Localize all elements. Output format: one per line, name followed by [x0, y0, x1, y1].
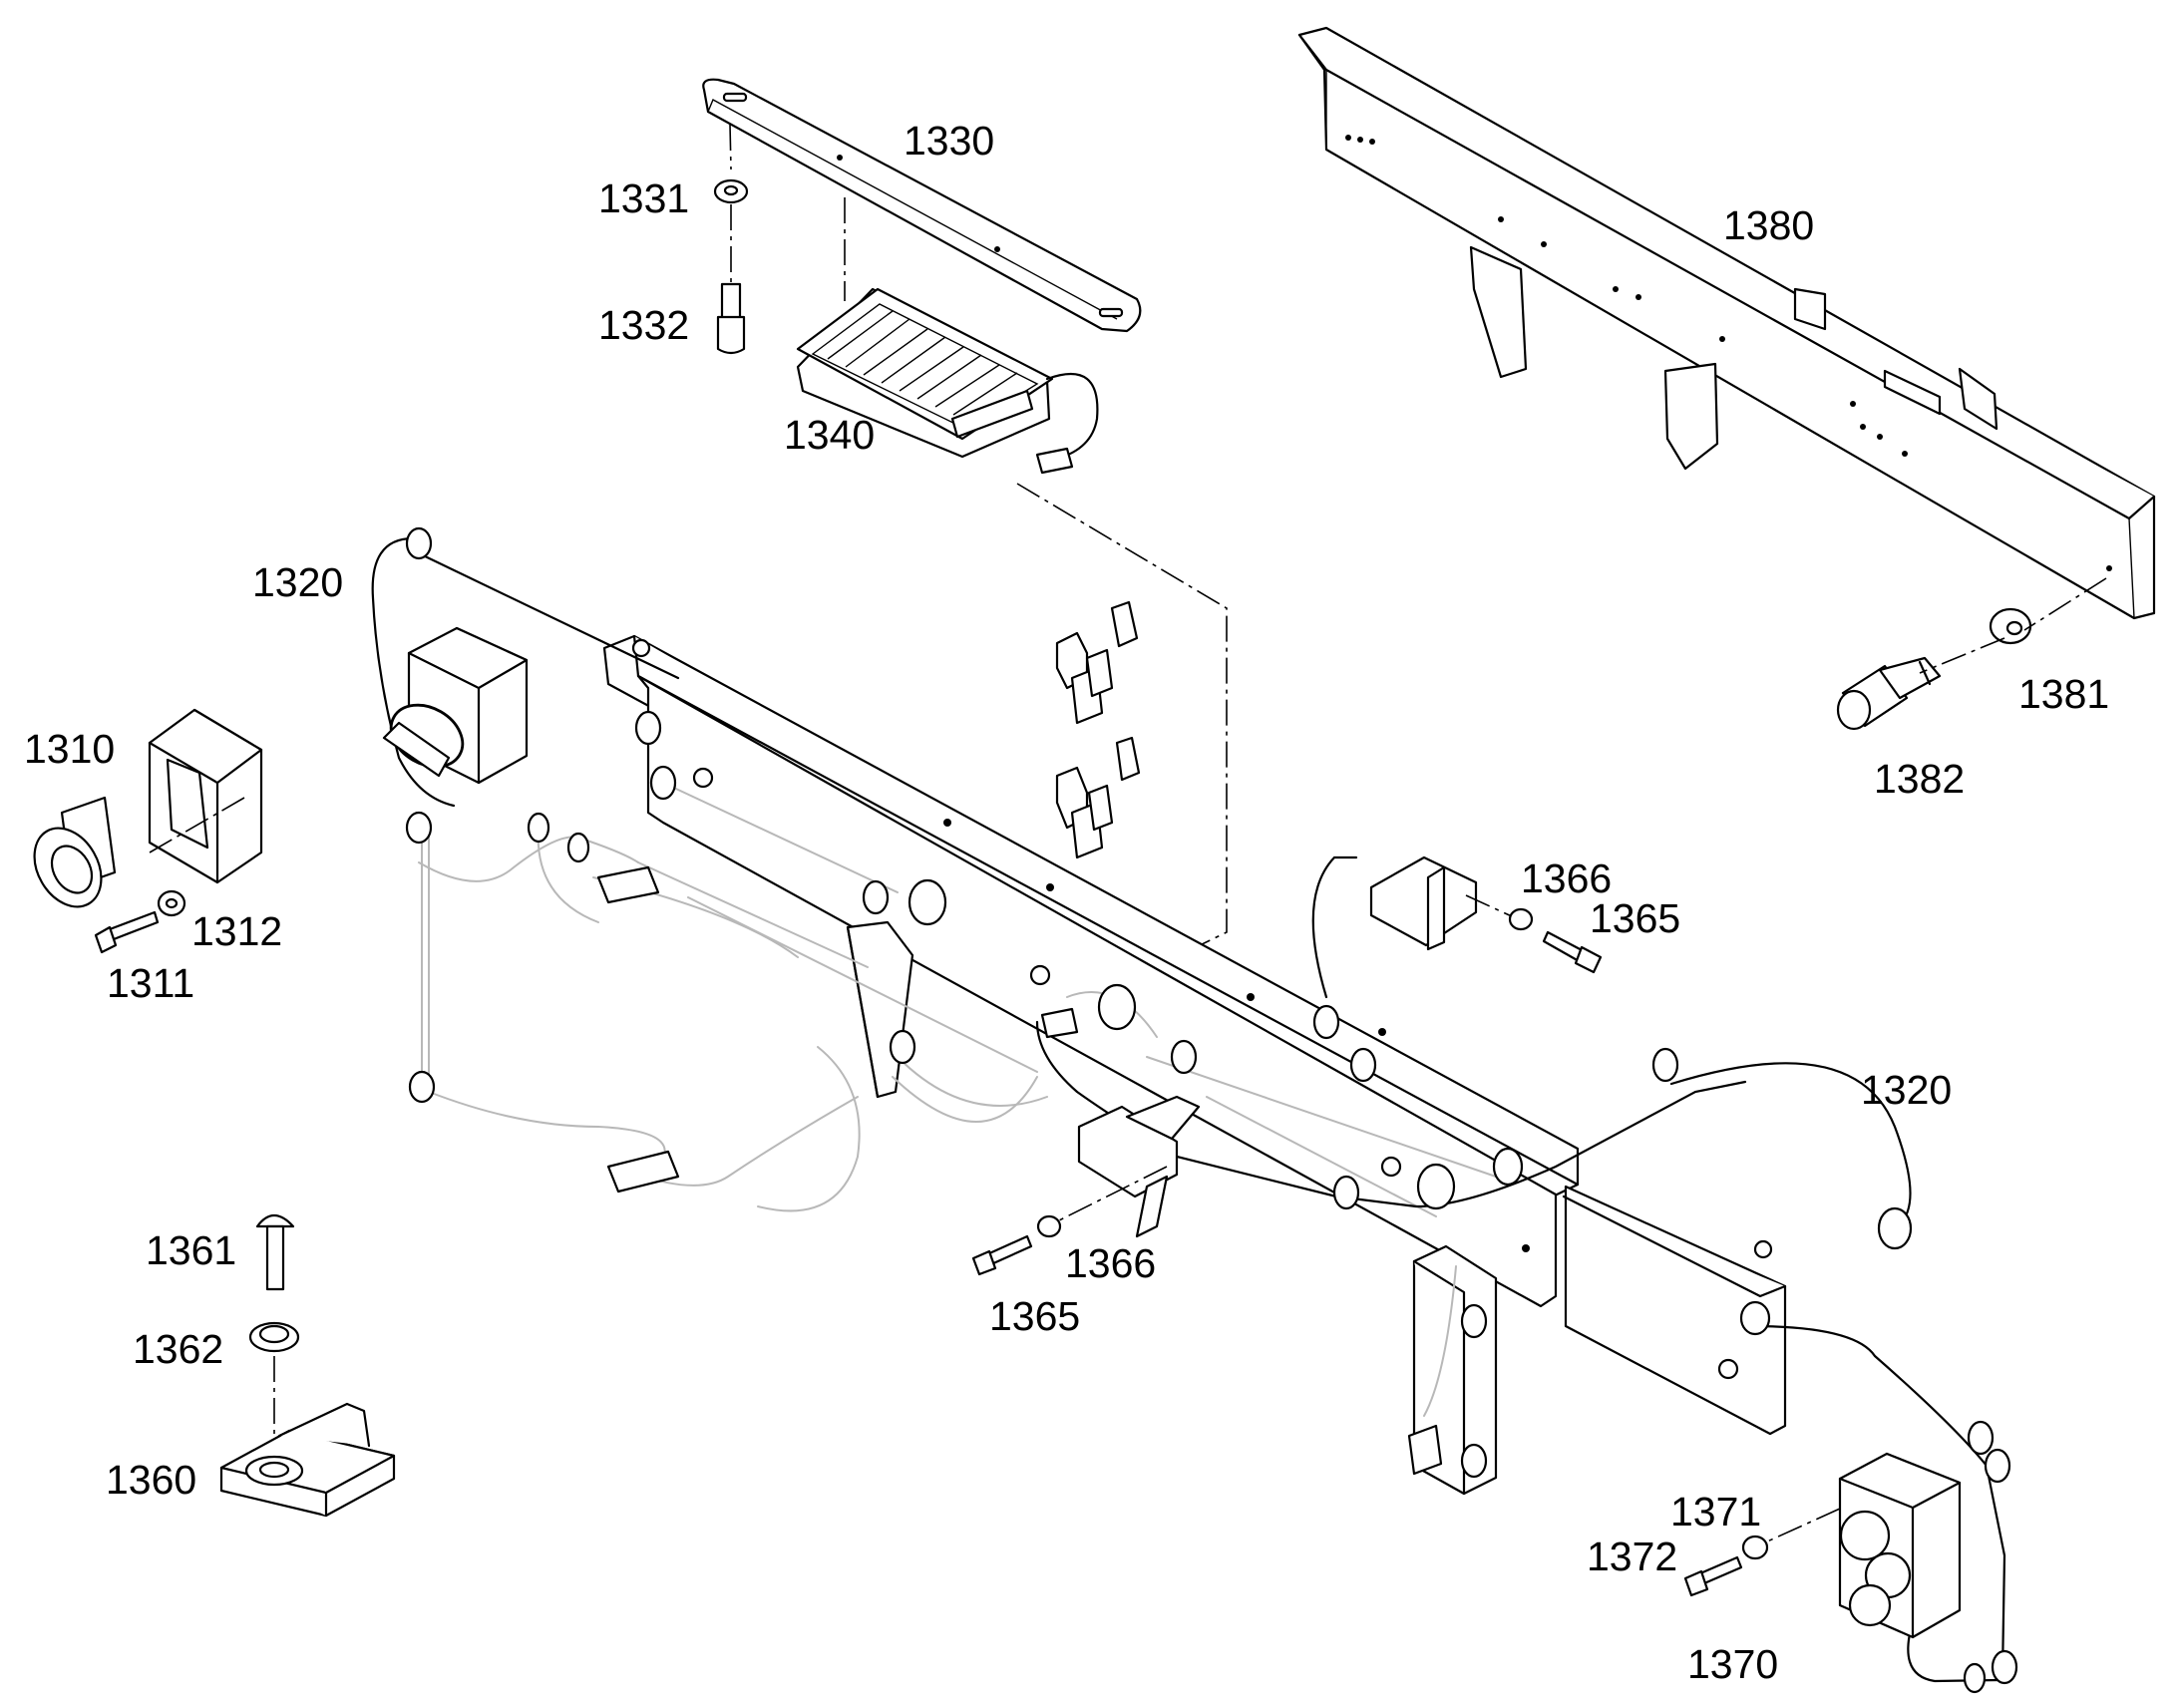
washer-1366-upper[interactable] [1508, 907, 1534, 931]
wire-1340 [1045, 372, 1099, 461]
callout-1340: 1340 [784, 412, 875, 458]
washer-1381[interactable] [1989, 607, 2032, 645]
callout-1365-lower: 1365 [989, 1293, 1080, 1339]
bolt-1365-upper[interactable] [1542, 930, 1603, 974]
leader-1370-1371 [1764, 1508, 1841, 1543]
bolt-1311[interactable] [94, 910, 160, 954]
washer-1331[interactable] [713, 178, 749, 204]
cap-screw-1382[interactable] [1836, 656, 1942, 731]
washer-1362[interactable] [248, 1321, 300, 1353]
main-beam[interactable] [602, 634, 1787, 1436]
leader-1330-1331 [729, 124, 732, 171]
washer-1312[interactable] [157, 889, 186, 917]
callout-1370: 1370 [1687, 1641, 1778, 1687]
callout-1312: 1312 [191, 908, 282, 954]
leader-1310 [149, 797, 245, 854]
callout-labels: 1330 1331 1332 1340 1380 1320 1310 1312 … [24, 118, 2109, 1687]
callout-1371: 1371 [1670, 1489, 1761, 1535]
callout-1320-right: 1320 [1861, 1067, 1952, 1113]
connector-cluster[interactable] [1055, 600, 1141, 859]
leader-1366-upper [1465, 894, 1515, 918]
callout-1311: 1311 [107, 960, 194, 1006]
callout-1362: 1362 [133, 1326, 223, 1372]
callout-1372: 1372 [1587, 1534, 1677, 1579]
grill-unit-1340[interactable] [796, 287, 1054, 459]
washer-1371[interactable] [1741, 1535, 1769, 1560]
harness-connectors[interactable] [596, 865, 1079, 1194]
connector-plug-1366-lower[interactable] [1077, 1095, 1201, 1238]
washer-1366-lower[interactable] [1036, 1214, 1062, 1238]
bracket-plate[interactable] [846, 920, 914, 1099]
callout-1380: 1380 [1723, 202, 1814, 248]
callout-1366-upper: 1366 [1521, 855, 1612, 901]
connector-1340[interactable] [1035, 447, 1074, 475]
connector-housing-1320[interactable] [380, 626, 529, 785]
lamp-unit-1370[interactable] [1838, 1452, 1962, 1639]
socket-1310[interactable] [21, 796, 117, 918]
callout-1382: 1382 [1874, 756, 1965, 802]
leader-1380-1381 [1919, 577, 2107, 674]
callout-1360: 1360 [106, 1457, 196, 1503]
callout-1331: 1331 [598, 175, 689, 221]
bolt-1365-lower[interactable] [971, 1234, 1033, 1276]
bolt-1332[interactable] [716, 282, 746, 355]
callout-1365-upper: 1365 [1590, 895, 1680, 941]
bolt-1372[interactable] [1683, 1555, 1743, 1597]
connector-plug-1366-upper[interactable] [1369, 855, 1478, 951]
base-1360[interactable] [219, 1402, 396, 1518]
callout-1361: 1361 [146, 1227, 236, 1273]
rail-bracket-1380[interactable] [1297, 26, 2156, 620]
callout-1366-lower: 1366 [1065, 1240, 1156, 1286]
callout-1332: 1332 [598, 302, 689, 348]
socket-cover-1310[interactable] [148, 708, 263, 884]
strap-bar-1330[interactable] [702, 78, 1142, 333]
callout-1320-left: 1320 [252, 559, 343, 605]
callout-1310: 1310 [24, 726, 115, 772]
harness-clips[interactable] [405, 526, 2018, 1694]
leader-1366-lower [1056, 1166, 1168, 1222]
callout-1330: 1330 [904, 118, 994, 164]
callout-1381: 1381 [2018, 671, 2109, 717]
screw-1361[interactable] [255, 1213, 295, 1291]
